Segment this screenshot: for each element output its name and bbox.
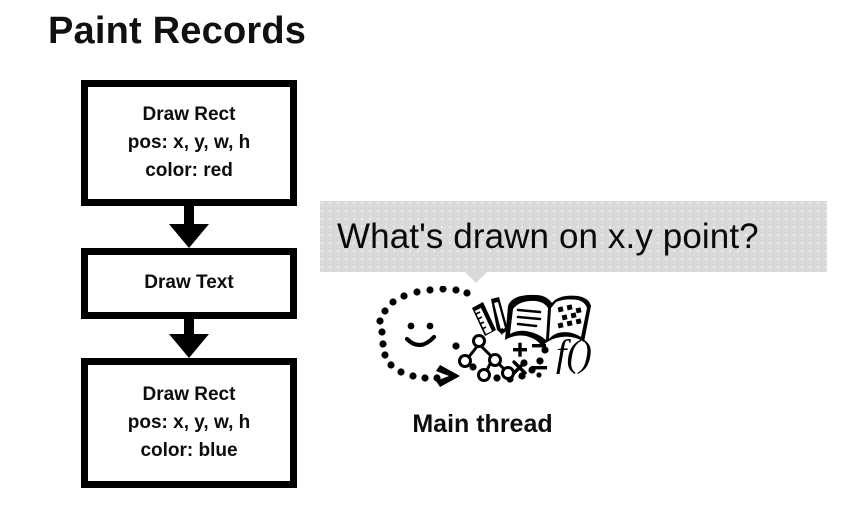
page-title: Paint Records [48,10,307,52]
tree-graph-icon [458,334,515,382]
arrow-head [169,224,209,248]
record-line-pos: pos: x, y, w, h [127,411,251,433]
question-speech-bubble: What's drawn on x.y point? [320,201,827,272]
record-line-title: Draw Rect [142,103,236,125]
math-operators-icon [512,342,547,378]
arrow-shaft [184,206,194,226]
pencil-icon [491,297,508,335]
record-line-color: color: blue [140,440,238,462]
chevron-right-icon [436,365,460,387]
record-line-color: color: red [145,160,233,182]
paint-record-box-draw-rect-blue: Draw Rect pos: x, y, w, h color: blue [81,358,297,488]
main-thread-label: Main thread [412,410,553,438]
open-book-icon [505,294,591,347]
paint-record-box-draw-text: Draw Text [81,248,297,319]
paint-record-box-draw-rect-red: Draw Rect pos: x, y, w, h color: red [81,80,297,206]
record-line-pos: pos: x, y, w, h [127,131,251,153]
smiley-face-icon [404,322,437,348]
speech-bubble-tail-icon [465,272,487,283]
ruler-icon [472,302,496,336]
down-arrow-icon [169,319,209,358]
record-line-title: Draw Text [144,272,234,294]
record-line-title: Draw Rect [142,383,236,405]
arrow-head [169,334,209,358]
question-text: What's drawn on x.y point? [337,216,759,256]
thinking-cloud-illustration: f() [360,286,605,396]
function-notation-icon: f() [556,333,592,375]
arrow-shaft [184,319,194,336]
down-arrow-icon [169,206,209,248]
